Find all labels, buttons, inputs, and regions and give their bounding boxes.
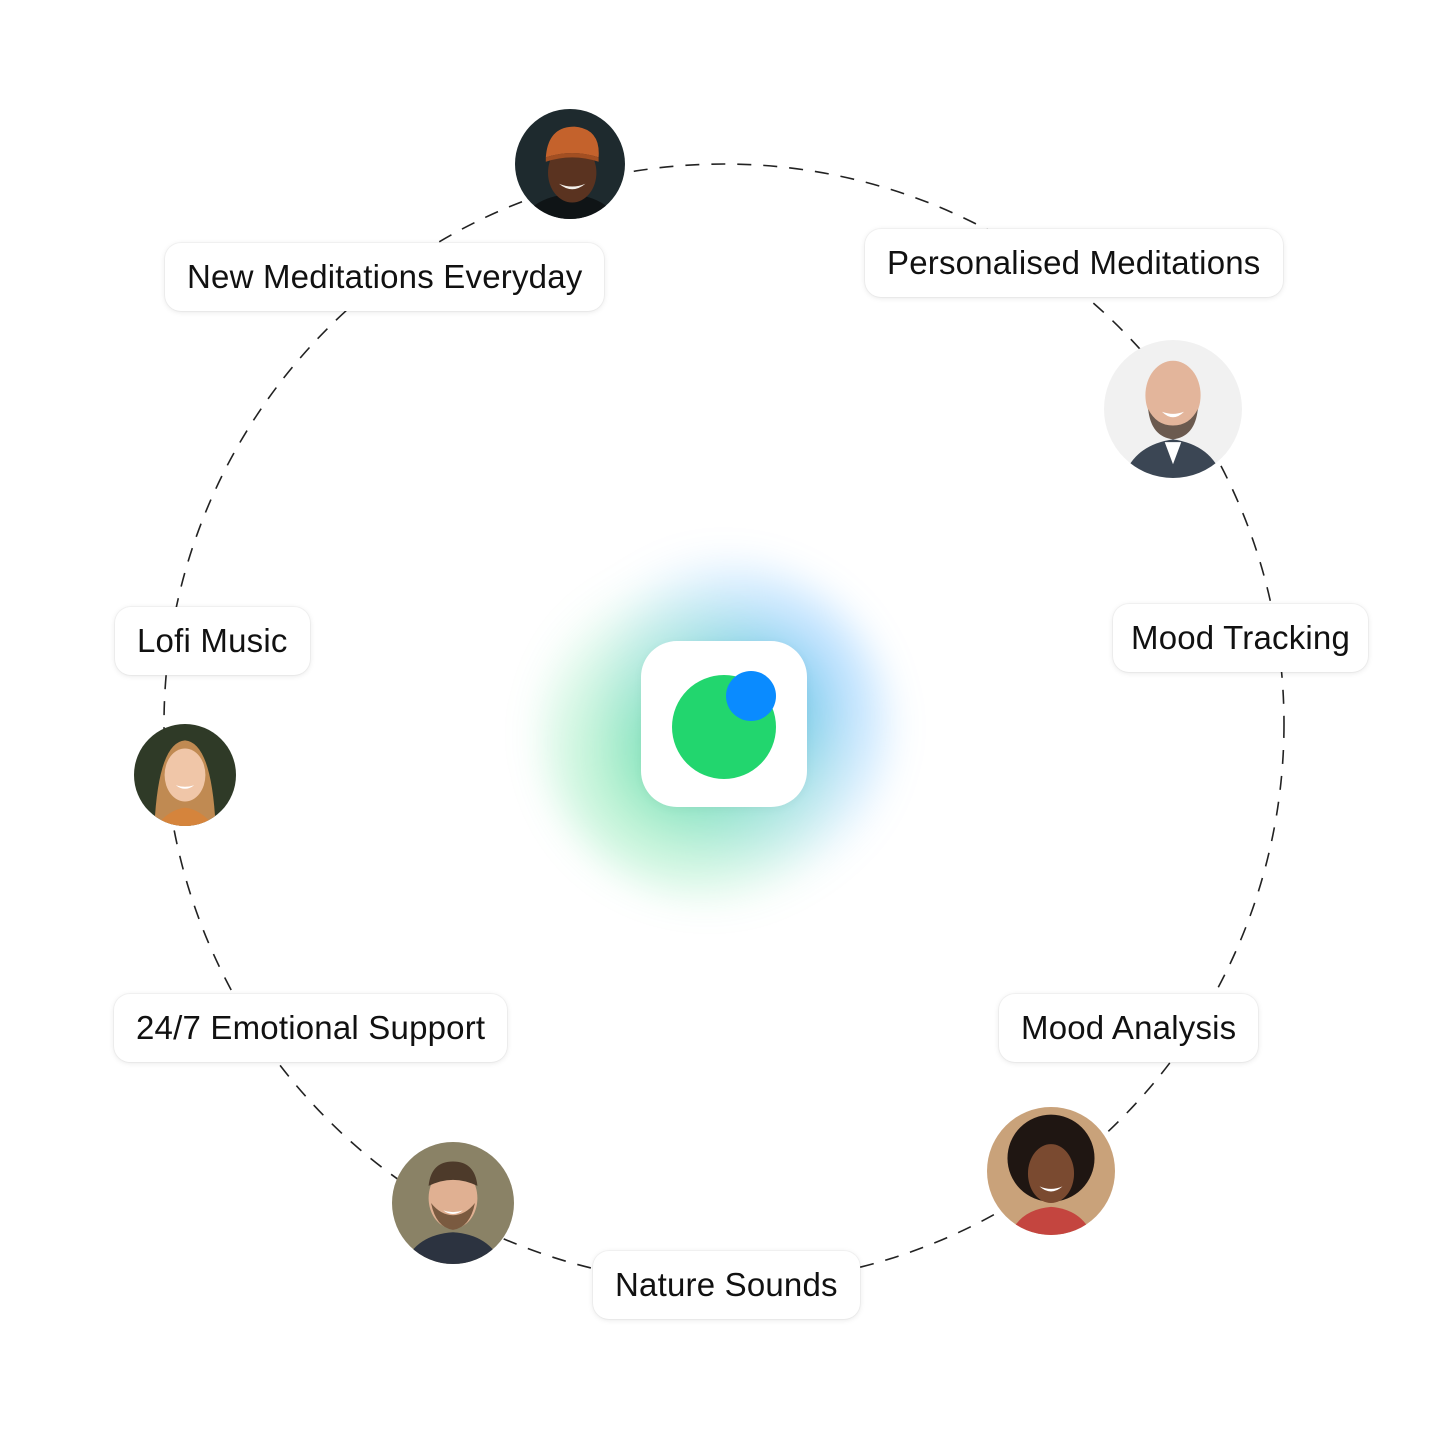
feature-label: Mood Tracking — [1131, 619, 1351, 656]
feature-pill-personalised-meditations: Personalised Meditations — [865, 229, 1283, 297]
app-logo-icon — [641, 641, 807, 807]
feature-label: Lofi Music — [137, 622, 288, 659]
feature-label: Personalised Meditations — [887, 244, 1261, 281]
feature-label: Nature Sounds — [615, 1266, 838, 1303]
avatar-young-woman — [134, 724, 236, 826]
avatar-woman-curly-hair — [987, 1107, 1115, 1235]
logo-blue-dot — [726, 671, 776, 721]
feature-pill-lofi-music: Lofi Music — [115, 607, 310, 675]
feature-label: Mood Analysis — [1021, 1009, 1237, 1046]
feature-pill-emotional-support: 24/7 Emotional Support — [114, 994, 508, 1062]
feature-label: New Meditations Everyday — [187, 258, 583, 295]
feature-label: 24/7 Emotional Support — [136, 1009, 486, 1046]
avatar-man-beard — [392, 1142, 514, 1264]
avatar-man-orange-beanie — [515, 109, 625, 219]
feature-pill-mood-analysis: Mood Analysis — [999, 994, 1259, 1062]
feature-pill-mood-tracking: Mood Tracking — [1113, 604, 1369, 672]
feature-pill-new-meditations: New Meditations Everyday — [165, 243, 605, 311]
avatar-bald-man-laughing — [1104, 340, 1242, 478]
feature-pill-nature-sounds: Nature Sounds — [593, 1251, 860, 1319]
